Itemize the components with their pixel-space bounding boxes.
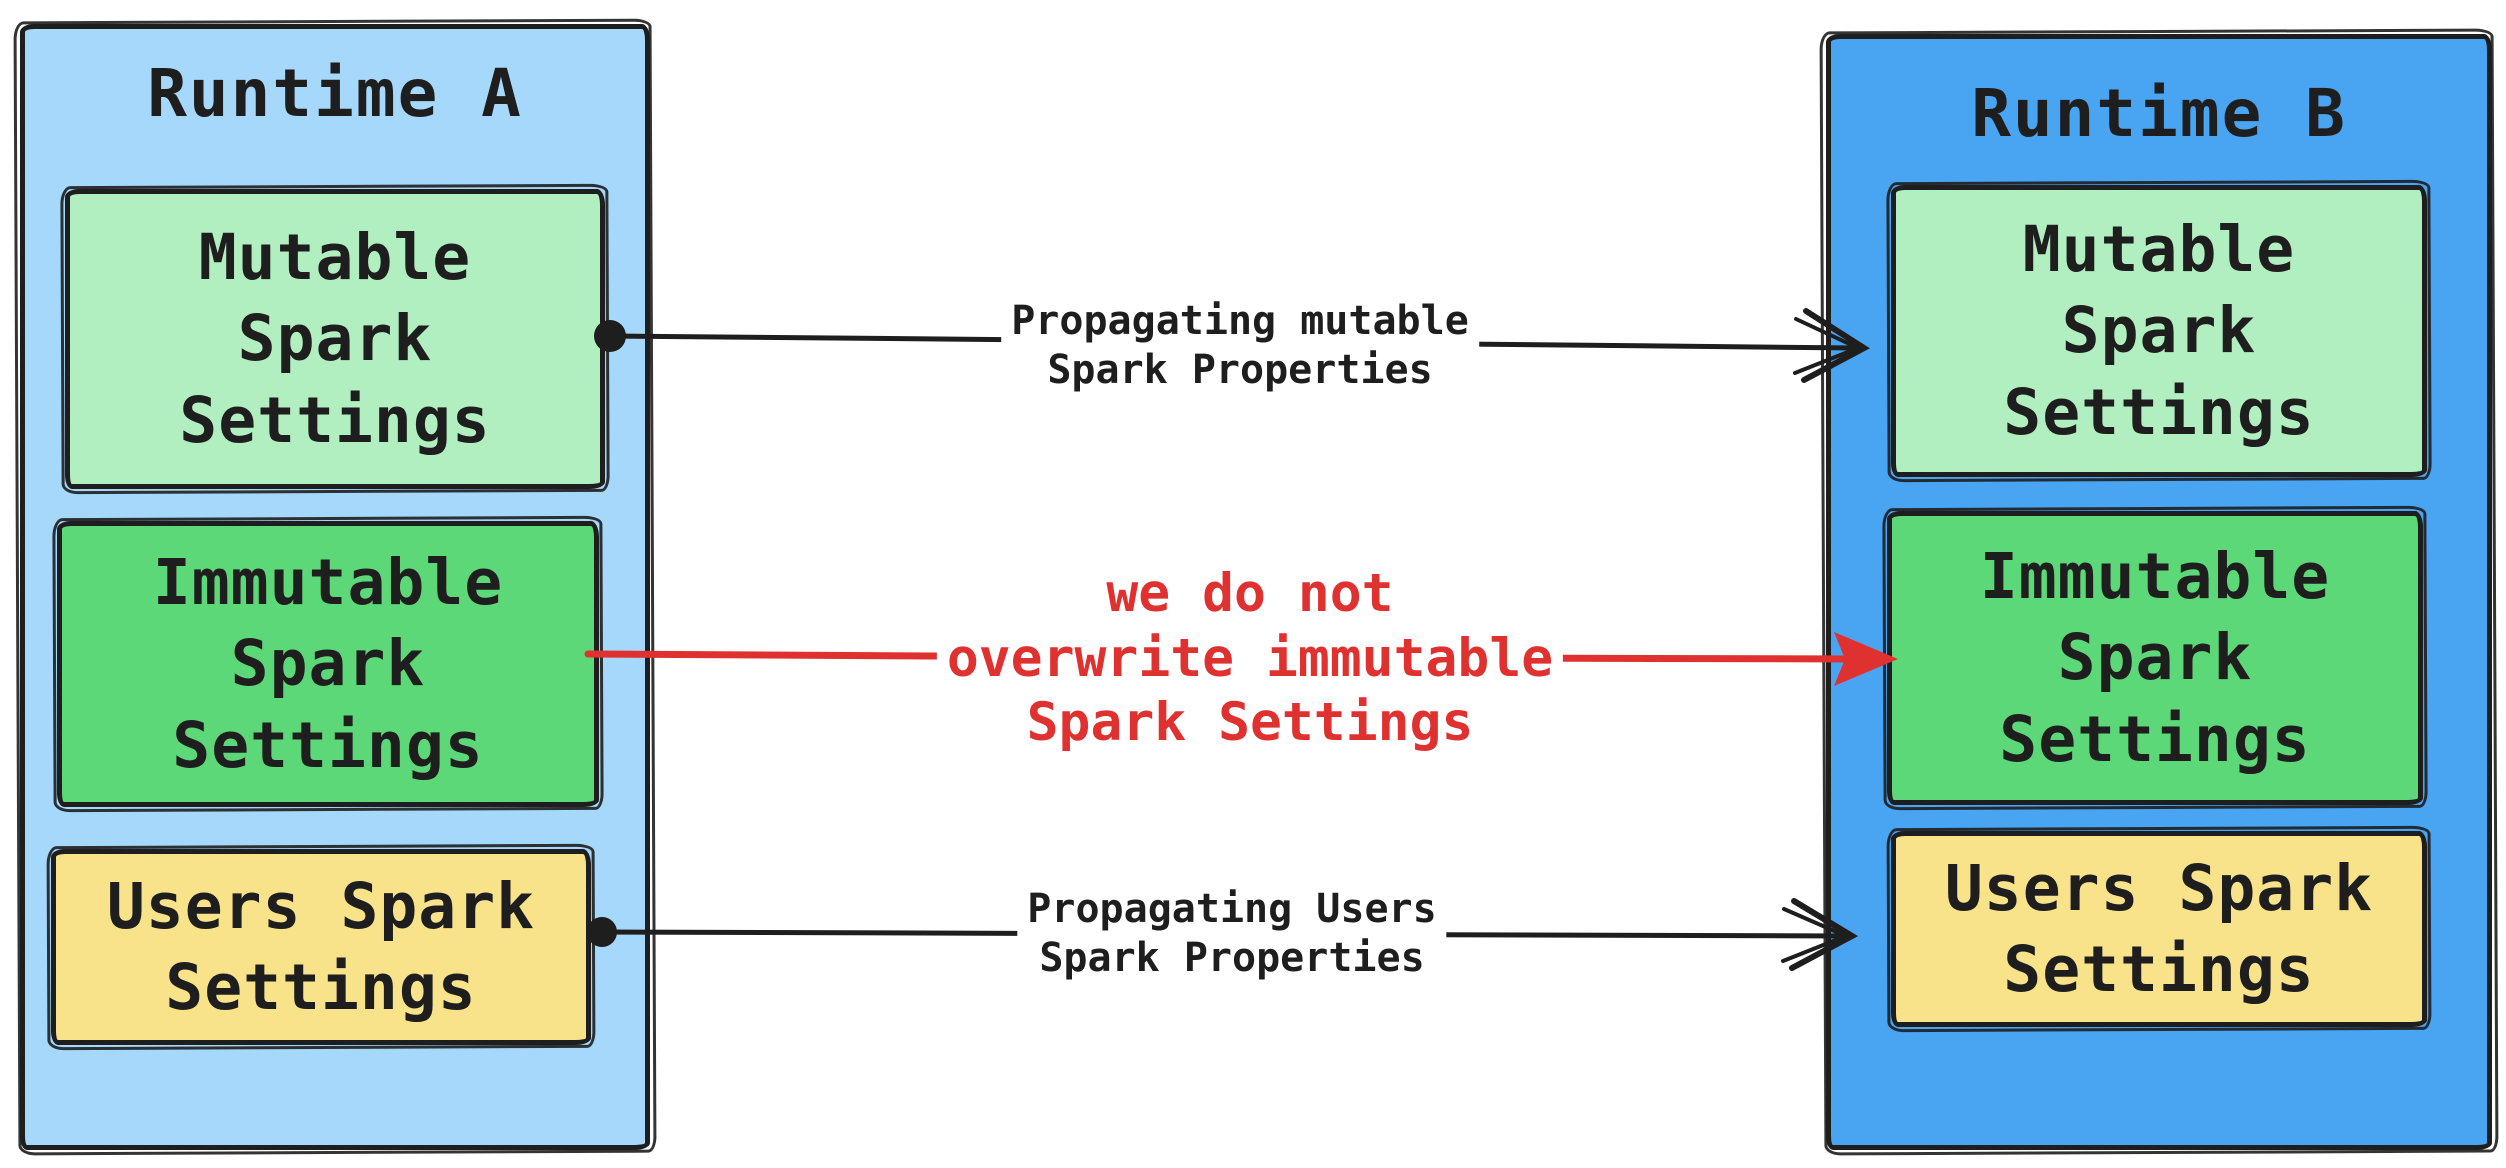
- runtime-b-title: Runtime B: [1971, 75, 2347, 152]
- runtime-a-panel: Runtime A Mutable Spark Settings Immutab…: [20, 24, 650, 1150]
- runtime-b-users-label: Users Spark Settings: [1944, 851, 2374, 1006]
- mutable-propagation-label: Propagating mutable Spark Properties: [1001, 295, 1479, 397]
- runtime-a-users-label: Users Spark Settings: [106, 869, 536, 1024]
- runtime-b-mutable-label: Mutable Spark Settings: [2003, 213, 2315, 449]
- runtime-b-panel: Runtime B Mutable Spark Settings Immutab…: [1826, 34, 2492, 1150]
- users-propagation-label: Propagating Users Spark Properties: [1017, 883, 1447, 985]
- runtime-b-immutable-label: Immutable Spark Settings: [1979, 540, 2331, 776]
- runtime-a-mutable-box: Mutable Spark Settings: [65, 189, 605, 489]
- runtime-a-title: Runtime A: [147, 55, 523, 132]
- runtime-a-mutable-label: Mutable Spark Settings: [179, 221, 491, 457]
- runtime-b-users-box: Users Spark Settings: [1891, 831, 2427, 1027]
- runtime-b-mutable-box: Mutable Spark Settings: [1891, 185, 2427, 477]
- immutable-blocked-label: we do not overwrite immutable Spark Sett…: [936, 560, 1564, 758]
- runtime-a-users-box: Users Spark Settings: [51, 849, 591, 1045]
- runtime-a-immutable-label: Immutable Spark Settings: [152, 546, 504, 782]
- runtime-b-immutable-box: Immutable Spark Settings: [1887, 511, 2423, 805]
- runtime-a-immutable-box: Immutable Spark Settings: [57, 521, 599, 807]
